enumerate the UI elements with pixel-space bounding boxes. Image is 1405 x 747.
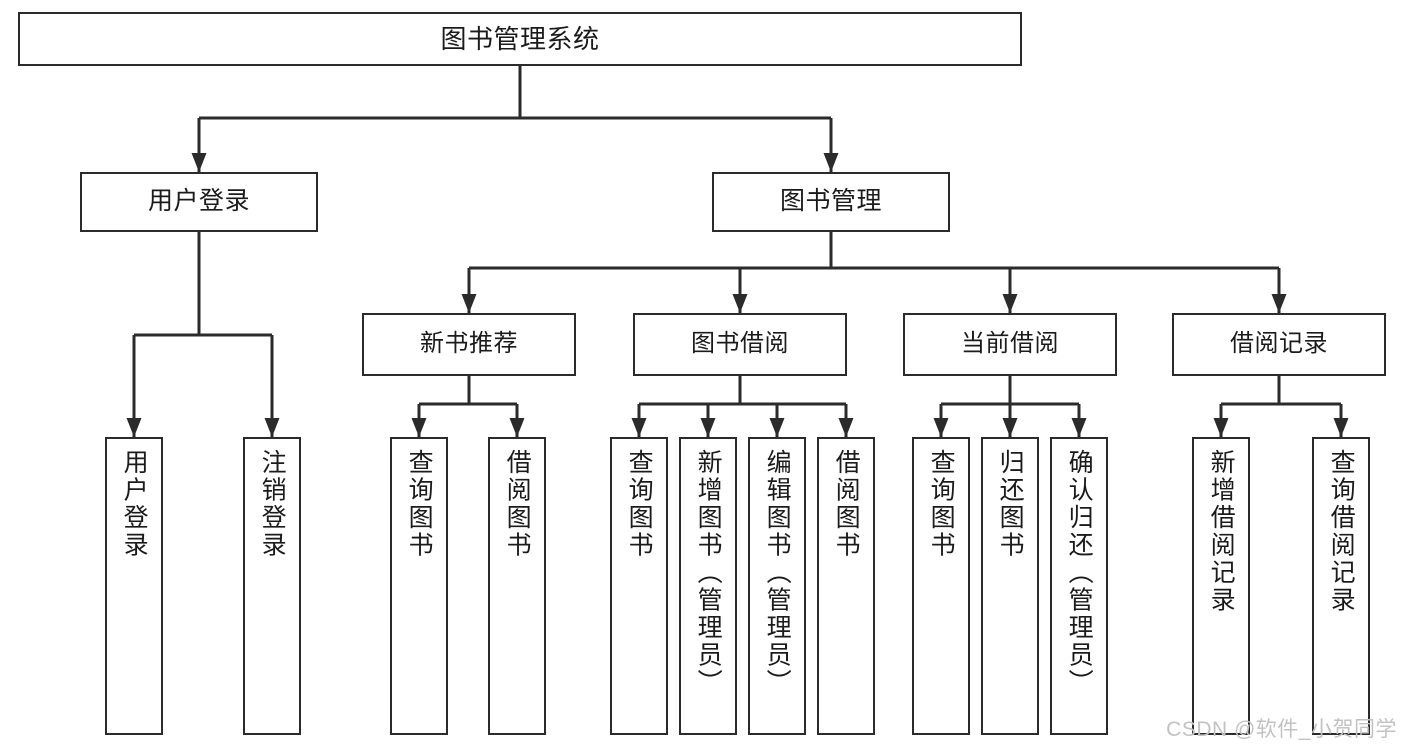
node-label: 借阅图书	[503, 449, 532, 559]
edge-arrow-l2_book-to-l3_rec	[1271, 294, 1287, 313]
node-label: 新书推荐	[420, 330, 518, 358]
node-root[interactable]: 图书管理系统	[18, 12, 1022, 66]
edge-arrow-l2_login-to-lf_02	[264, 418, 280, 437]
edge-arrow-l2_login-to-lf_01	[126, 418, 142, 437]
edge-arrow-l2_book-to-l3_borrow	[732, 294, 748, 313]
edge-arrow-l3_rec-to-lf_13	[1333, 418, 1349, 437]
node-lf_09[interactable]: 查询图书	[912, 437, 970, 735]
node-lf_11[interactable]: 确认归还（管理员）	[1050, 437, 1108, 735]
node-l3_cur[interactable]: 当前借阅	[903, 313, 1117, 376]
node-label: 借阅记录	[1230, 330, 1328, 358]
node-label: 新增图书（管理员）	[694, 449, 723, 697]
node-l2_login[interactable]: 用户登录	[80, 172, 318, 232]
node-label: 编辑图书（管理员）	[763, 449, 792, 697]
node-label: 图书借阅	[691, 330, 789, 358]
node-lf_12[interactable]: 新增借阅记录	[1192, 437, 1250, 735]
node-label: 借阅图书	[832, 449, 861, 559]
node-label: 用户登录	[147, 187, 250, 216]
edge-arrow-l3_cur-to-lf_10	[1002, 418, 1018, 437]
node-lf_05[interactable]: 查询图书	[610, 437, 668, 735]
node-lf_06[interactable]: 新增图书（管理员）	[679, 437, 737, 735]
edge-arrow-l3_new-to-lf_04	[509, 418, 525, 437]
node-label: 注销登录	[258, 449, 287, 559]
node-l3_borrow[interactable]: 图书借阅	[633, 313, 847, 376]
edge-arrow-l3_borrow-to-lf_07	[769, 418, 785, 437]
edge-arrow-l3_cur-to-lf_11	[1071, 418, 1087, 437]
node-label: 确认归还（管理员）	[1065, 449, 1094, 697]
node-lf_04[interactable]: 借阅图书	[488, 437, 546, 735]
node-label: 查询图书	[625, 449, 654, 559]
node-lf_13[interactable]: 查询借阅记录	[1312, 437, 1370, 735]
edge-arrow-l3_new-to-lf_03	[411, 418, 427, 437]
node-lf_08[interactable]: 借阅图书	[817, 437, 875, 735]
edge-arrow-l3_cur-to-lf_09	[933, 418, 949, 437]
node-label: 图书管理	[779, 187, 882, 216]
node-label: 查询图书	[405, 449, 434, 559]
csdn-watermark: CSDN @软件_小贺同学	[1166, 718, 1397, 741]
node-label: 新增借阅记录	[1207, 449, 1236, 614]
edge-arrow-l3_borrow-to-lf_05	[631, 418, 647, 437]
node-lf_10[interactable]: 归还图书	[981, 437, 1039, 735]
edge-arrow-l3_rec-to-lf_12	[1213, 418, 1229, 437]
edge-arrow-root-to-l2_login	[191, 153, 207, 172]
node-lf_07[interactable]: 编辑图书（管理员）	[748, 437, 806, 735]
node-l2_book[interactable]: 图书管理	[712, 172, 950, 232]
edge-arrow-root-to-l2_book	[823, 153, 839, 172]
node-label: 查询图书	[927, 449, 956, 559]
node-label: 查询借阅记录	[1327, 449, 1356, 614]
node-lf_01[interactable]: 用户登录	[105, 437, 163, 735]
edge-arrow-l3_borrow-to-lf_06	[700, 418, 716, 437]
node-label: 图书管理系统	[440, 23, 600, 54]
node-label: 用户登录	[120, 449, 149, 559]
node-label: 归还图书	[996, 449, 1025, 559]
edge-arrow-l2_book-to-l3_new	[461, 294, 477, 313]
node-l3_rec[interactable]: 借阅记录	[1172, 313, 1386, 376]
node-lf_02[interactable]: 注销登录	[243, 437, 301, 735]
edge-arrow-l2_book-to-l3_cur	[1002, 294, 1018, 313]
node-lf_03[interactable]: 查询图书	[390, 437, 448, 735]
edge-arrow-l3_borrow-to-lf_08	[838, 418, 854, 437]
node-label: 当前借阅	[961, 330, 1059, 358]
node-l3_new[interactable]: 新书推荐	[362, 313, 576, 376]
